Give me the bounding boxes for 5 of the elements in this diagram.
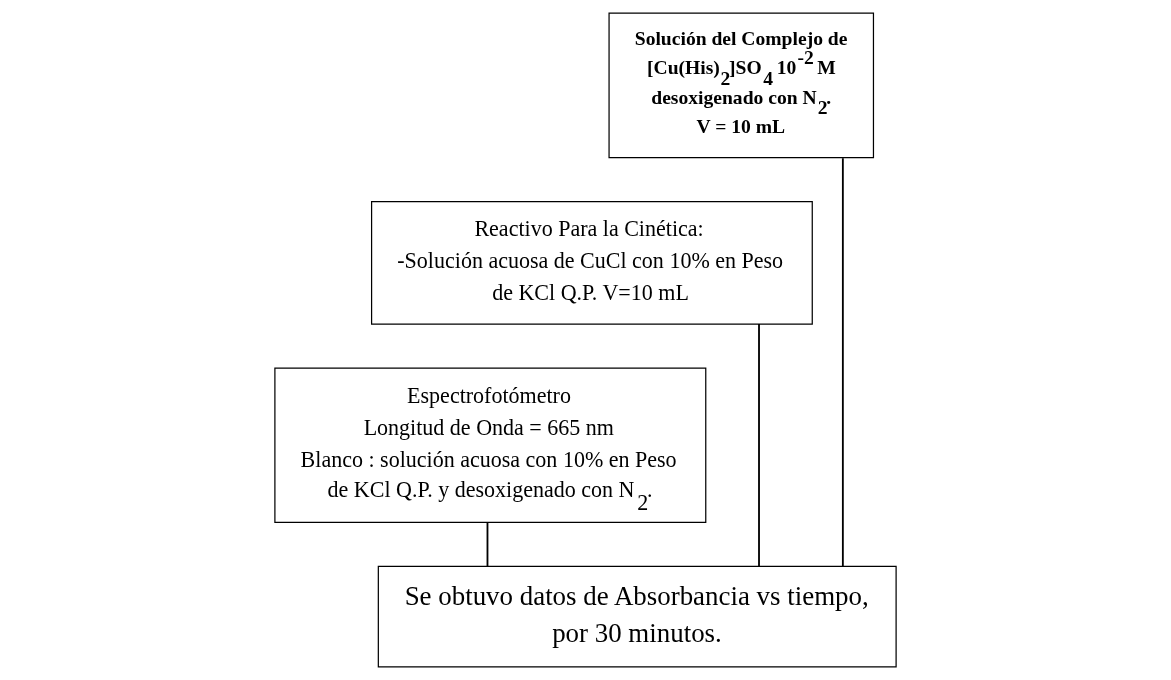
node-box: Se obtuvo datos de Absorbancia vs tiempo, por 30 minutos. bbox=[377, 565, 897, 668]
connector bbox=[486, 521, 489, 568]
connector bbox=[758, 323, 760, 567]
node-box: Reactivo Para la Cinética: -Solución acuosa de CuCl con 10% en Peso de KCl Q.P. V=10 mL bbox=[371, 201, 813, 325]
connector bbox=[841, 157, 844, 568]
